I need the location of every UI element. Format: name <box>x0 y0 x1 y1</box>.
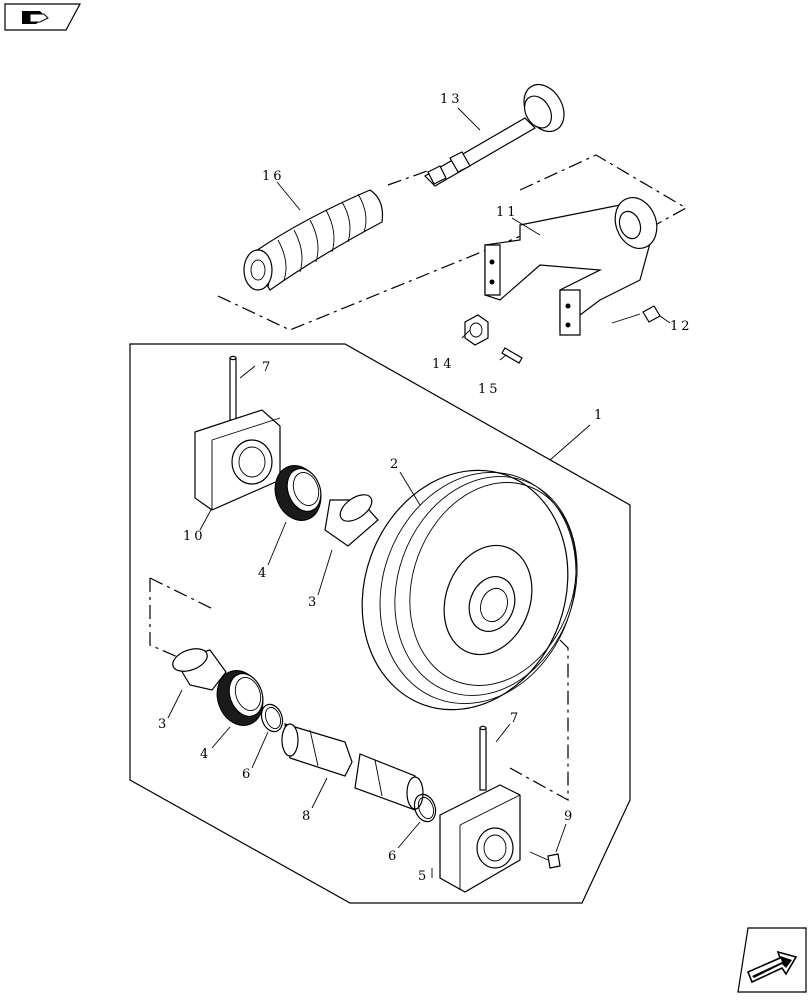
callout-7-bottom: 7 <box>510 711 521 726</box>
callout-10: 10 <box>183 529 206 544</box>
assembly-outline <box>129 343 631 904</box>
yoke-part-11 <box>484 197 658 336</box>
callout-14: 14 <box>432 357 455 372</box>
shaft-part-13 <box>424 83 565 187</box>
seal-part-4-lower <box>216 670 264 726</box>
callout-15: 15 <box>478 382 501 397</box>
callout-1: 1 <box>594 408 605 423</box>
bolt-part-12 <box>611 305 661 324</box>
alignment-line <box>509 639 569 802</box>
pin-part-7-top <box>229 355 237 421</box>
alignment-line <box>217 221 556 331</box>
grease-fitting-part-9 <box>529 851 561 869</box>
bushing-part-3-lower <box>172 648 227 691</box>
idler-wheel-part-2 <box>361 469 578 711</box>
o-ring-part-6-right <box>413 793 437 823</box>
shaft-part-8 <box>281 723 424 811</box>
cotter-pin-part-15 <box>501 347 523 364</box>
o-ring-part-6-left <box>260 703 284 733</box>
bearing-block-part-5 <box>439 784 521 893</box>
leader-lines <box>167 107 671 878</box>
callout-5: 5 <box>418 869 429 884</box>
bearing-block-part-10 <box>194 409 281 511</box>
callout-8: 8 <box>302 809 313 824</box>
callout-9: 9 <box>564 809 575 824</box>
castle-nut-part-14 <box>464 314 489 346</box>
callout-4-lower: 4 <box>200 747 211 762</box>
alignment-line <box>387 169 431 186</box>
callout-6-right: 6 <box>388 849 399 864</box>
seal-part-4-upper <box>274 465 322 521</box>
callout-13: 13 <box>440 92 463 107</box>
alignment-line <box>519 154 688 251</box>
next-page-arrow-icon[interactable] <box>737 927 807 993</box>
spring-part-16 <box>243 189 384 291</box>
alignment-line <box>149 577 216 611</box>
callout-3-upper: 3 <box>308 595 319 610</box>
book-icon[interactable] <box>4 3 82 31</box>
callout-7-top: 7 <box>262 360 273 375</box>
pin-part-7-bottom <box>479 725 487 791</box>
callout-16: 16 <box>262 169 285 184</box>
alignment-line <box>149 578 181 659</box>
callout-2: 2 <box>390 457 401 472</box>
callout-12: 12 <box>670 319 693 334</box>
callout-6-left: 6 <box>242 767 253 782</box>
callout-11: 11 <box>496 205 519 220</box>
callout-3-lower: 3 <box>158 717 169 732</box>
bushing-part-3-upper <box>324 494 379 547</box>
callout-4-upper: 4 <box>258 566 269 581</box>
